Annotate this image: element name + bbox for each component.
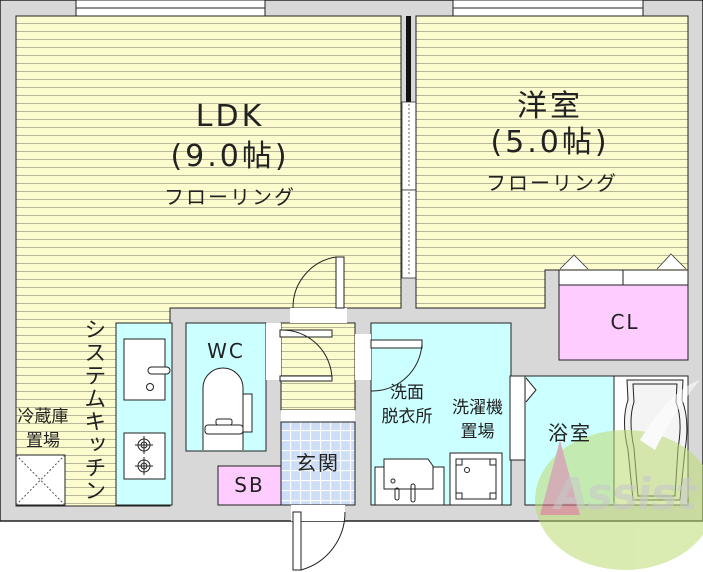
toilet-label: WC <box>207 339 245 363</box>
shoe-box-label: SB <box>234 473 265 497</box>
entrance-label: 玄関 <box>296 451 340 475</box>
ldk-size-label: (9.0帖) <box>170 139 290 174</box>
western-room-floor-label: フローリング <box>486 171 618 195</box>
washroom-door-leaf <box>370 339 423 349</box>
ldk-name-label: LDK <box>195 99 265 134</box>
closet-label: CL <box>610 310 640 334</box>
ldk-floor-label: フローリング <box>164 185 296 209</box>
front-door-leaf <box>292 511 302 571</box>
ldk-floor <box>15 15 402 507</box>
kitchen-label: システムキッチン <box>80 318 106 502</box>
fridge-space <box>15 454 66 506</box>
window-western-room <box>452 0 644 17</box>
washer-space-label-1: 洗濯機 <box>452 398 503 418</box>
toilet-bowl <box>202 367 244 450</box>
partition-solid <box>406 16 411 102</box>
western-room-name-label: 洋室 <box>517 89 583 124</box>
fridge-space-label-1: 冷蔵庫 <box>17 407 69 427</box>
watermark-text: Assist <box>550 469 701 520</box>
watermark-logo <box>535 380 703 570</box>
washroom-label-1: 洗面 <box>390 383 424 403</box>
bathroom-label: 浴室 <box>548 421 592 445</box>
washer-pan <box>449 452 503 506</box>
fridge-space-label-2: 置場 <box>26 431 60 451</box>
entrance-floor <box>280 421 356 506</box>
closet-floor <box>558 284 689 361</box>
washer-space-label-2: 置場 <box>460 422 495 442</box>
window-ldk <box>75 0 266 17</box>
western-room-size-label: (5.0帖) <box>490 125 610 160</box>
ldk-door-leaf <box>335 256 345 309</box>
washroom-label-2: 脱衣所 <box>381 407 433 427</box>
western-room-floor <box>415 15 689 309</box>
toilet-door-leaf <box>279 329 333 338</box>
